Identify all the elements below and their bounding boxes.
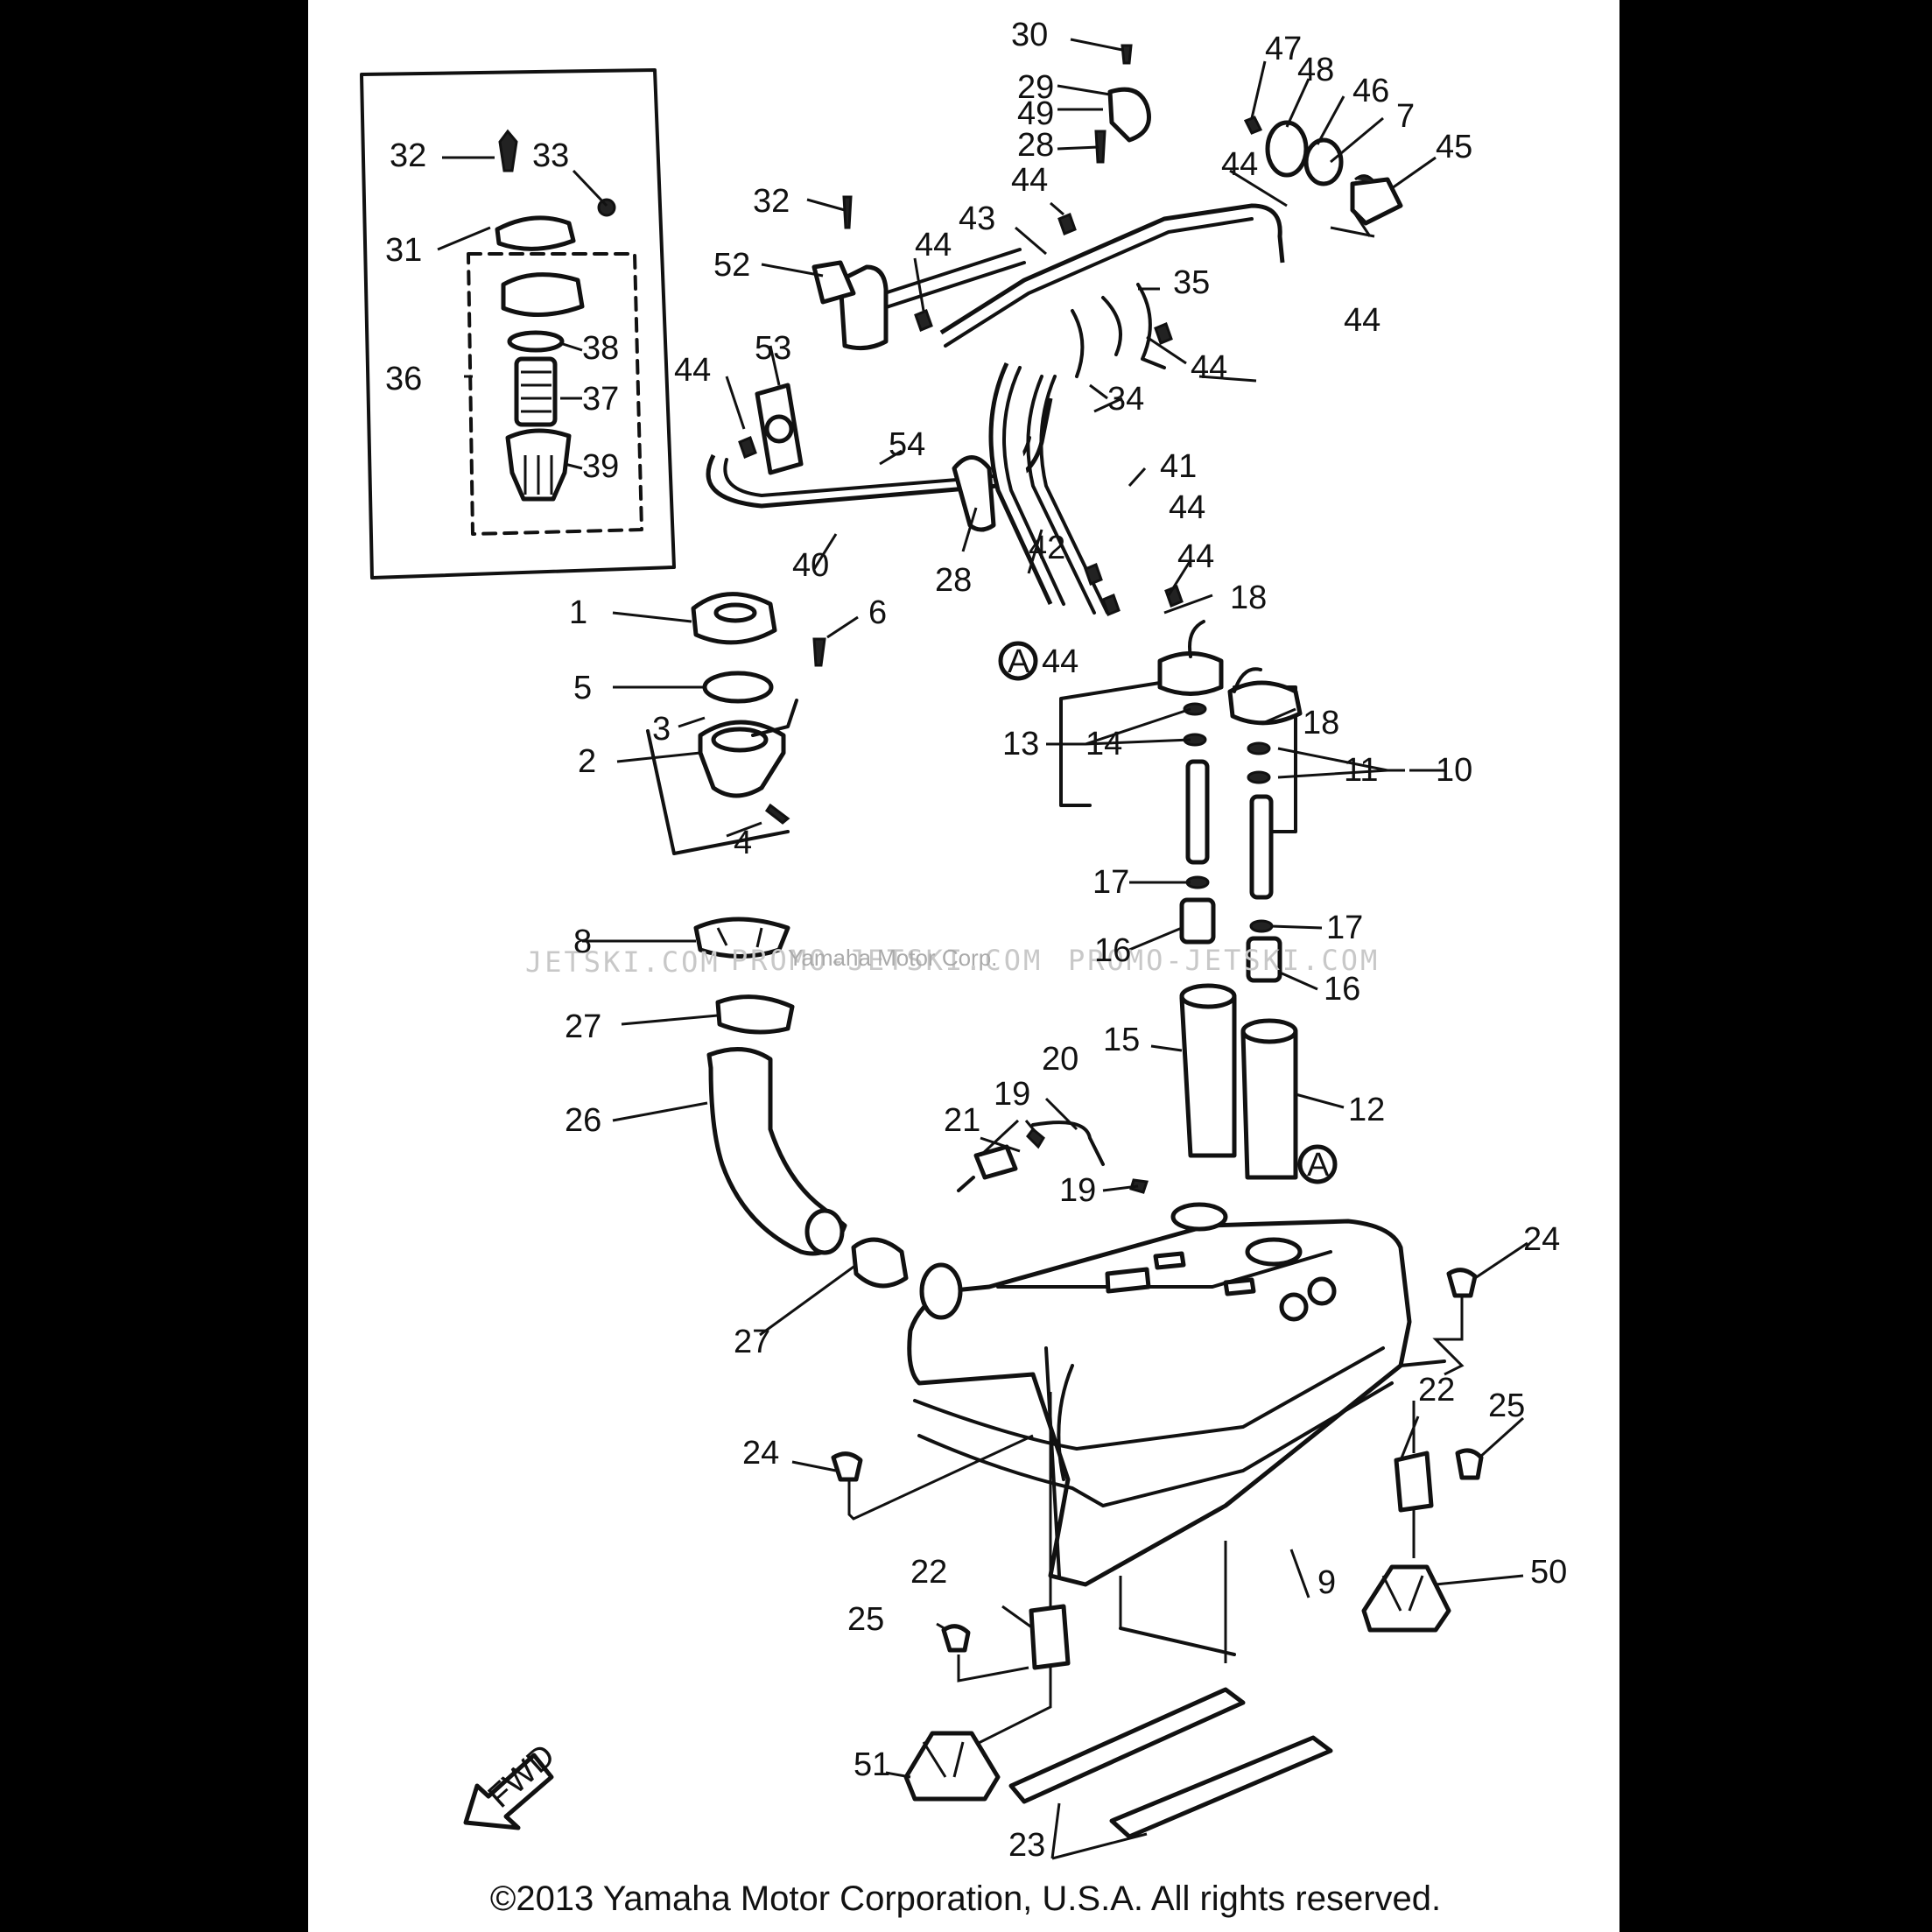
watermark-right: PROMO-JETSKI.COM (1068, 944, 1380, 977)
callout: 30 (1011, 17, 1048, 53)
callout: 18 (1230, 580, 1267, 616)
fuel-pickup-group (1059, 620, 1303, 1180)
callout: 44 (1221, 146, 1258, 183)
callout: 17 (1092, 864, 1129, 901)
filler-cap-assembly (646, 592, 826, 855)
callout: 5 (573, 670, 592, 706)
callout: 33 (532, 137, 569, 174)
callout: 22 (1418, 1372, 1455, 1409)
callout: 37 (582, 381, 619, 418)
callout: 28 (935, 562, 972, 599)
fuel-tank (907, 1202, 1446, 1663)
callout: 18 (1303, 705, 1339, 741)
callout: 43 (959, 200, 995, 237)
callout: 44 (1169, 489, 1205, 526)
callout: 44 (1191, 349, 1227, 386)
callout: 45 (1436, 129, 1472, 165)
callout: 8 (573, 924, 592, 960)
callout: 44 (674, 352, 711, 389)
callout: 6 (868, 594, 887, 631)
callout: 19 (1059, 1172, 1096, 1209)
callout: 38 (582, 330, 619, 367)
tank-mounting (831, 1268, 1484, 1839)
watermark-mid: PROMO-JETSKI.COM (731, 944, 1043, 977)
callout: 25 (847, 1601, 884, 1638)
callout: 44 (1042, 643, 1078, 680)
callout: 20 (1042, 1041, 1078, 1078)
callout-labels: 30 29 49 28 47 48 46 7 45 44 44 43 44 32… (385, 17, 1567, 1864)
callout: 22 (910, 1554, 947, 1591)
leader-lines (437, 38, 1528, 1860)
callout: 42 (1029, 530, 1065, 566)
callout: 51 (854, 1746, 890, 1783)
callout: 11 (1344, 752, 1378, 789)
copyright-notice: ©2013 Yamaha Motor Corporation, U.S.A. A… (490, 1879, 1441, 1918)
callout: 44 (1177, 538, 1214, 575)
ref-marker-bottom: A (1307, 1147, 1330, 1184)
callout: 49 (1017, 95, 1054, 132)
fwd-arrow: FWD (463, 1738, 562, 1830)
callout: 19 (994, 1076, 1030, 1113)
callout: 44 (1344, 302, 1381, 339)
watermark-center: Yamaha Motor Corp. (788, 945, 997, 971)
callout: 48 (1297, 52, 1334, 88)
vent-line (957, 1121, 1149, 1194)
callout: 26 (565, 1102, 601, 1139)
callout: 34 (1107, 381, 1144, 418)
callout: 44 (1011, 162, 1048, 199)
callout: 23 (1008, 1827, 1045, 1864)
callout: 2 (578, 743, 596, 780)
callout: 21 (944, 1102, 980, 1139)
callout: 25 (1488, 1388, 1525, 1424)
callout: 7 (1396, 98, 1415, 135)
callout: 54 (889, 426, 925, 463)
top-clamps (738, 44, 1403, 616)
callout: 3 (652, 711, 671, 748)
callout: 31 (385, 232, 422, 269)
callout: 4 (734, 825, 752, 861)
callout: 16 (1324, 971, 1360, 1008)
callout: 39 (582, 448, 619, 485)
watermark-left: JETSKI.COM (525, 945, 720, 979)
callout: 32 (753, 183, 790, 220)
filter-assembly-inset (360, 68, 676, 580)
callout: 27 (565, 1008, 601, 1045)
callout: 35 (1173, 264, 1210, 301)
callout: 32 (390, 137, 426, 174)
callout: 47 (1265, 31, 1302, 67)
callout: 46 (1352, 73, 1389, 109)
callout: 16 (1094, 932, 1131, 969)
callout: 28 (1017, 127, 1054, 164)
filler-neck (693, 917, 909, 1289)
callout: 9 (1317, 1564, 1336, 1601)
callout: 10 (1436, 752, 1472, 789)
callout: 50 (1530, 1554, 1567, 1591)
callout: 40 (792, 547, 829, 584)
callout: 52 (713, 247, 750, 284)
callout: 36 (385, 361, 422, 397)
callout: 12 (1348, 1092, 1385, 1128)
callout: 15 (1103, 1022, 1140, 1058)
ref-marker-top: A (1008, 643, 1030, 680)
callout: 53 (755, 330, 791, 367)
callout: 13 (1002, 726, 1039, 762)
callout: 24 (742, 1435, 779, 1472)
callout: 27 (734, 1324, 770, 1360)
reference-marker-a: A A (998, 641, 1338, 1184)
watermark: JETSKI.COM PROMO-JETSKI.COM Yamaha Motor… (525, 944, 1380, 979)
callout: 44 (915, 227, 952, 263)
callout: 24 (1523, 1221, 1560, 1258)
callout: 29 (1017, 69, 1054, 106)
callout: 1 (569, 594, 587, 631)
callout: 17 (1326, 910, 1363, 946)
callout: 14 (1085, 726, 1122, 762)
callout: 41 (1160, 448, 1197, 485)
